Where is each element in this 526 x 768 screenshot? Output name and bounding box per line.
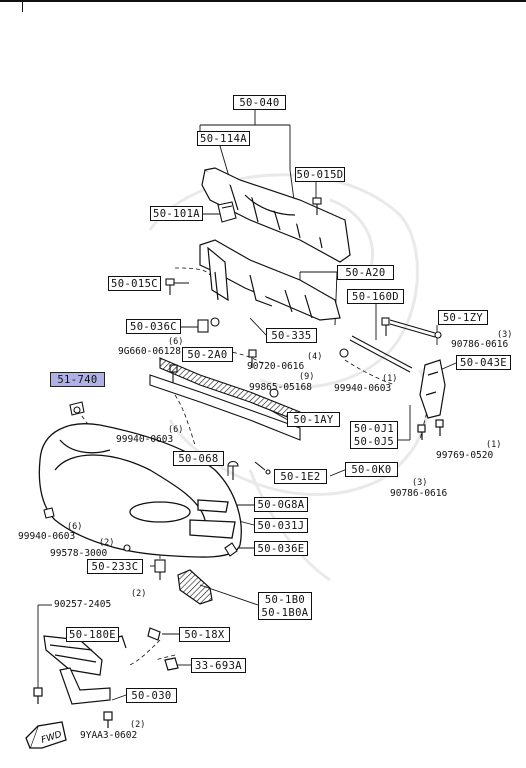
part-99940-0603-a[interactable]: 99940-0603 (334, 383, 392, 394)
qty-9yaa3: (2) (130, 720, 146, 730)
part-90786-0616-b[interactable]: 90786-0616 (390, 488, 448, 499)
callout-50-2a0[interactable]: 50-2A0 (182, 347, 233, 362)
qty-99940-c: (6) (67, 522, 83, 532)
callout-50-0g8a[interactable]: 50-0G8A (254, 497, 308, 512)
qty-99578: (2) (99, 538, 115, 548)
part-99940-0603-c[interactable]: 99940-0603 (18, 531, 76, 542)
callout-50-015c[interactable]: 50-015C (108, 276, 161, 291)
qty-90786-a: (3) (497, 330, 513, 340)
callout-50-a20[interactable]: 50-A20 (337, 265, 394, 280)
callout-50-335[interactable]: 50-335 (266, 328, 317, 343)
callout-50-114a[interactable]: 50-114A (197, 131, 250, 146)
callout-50-036e[interactable]: 50-036E (254, 541, 308, 556)
qty-90257: (2) (131, 589, 147, 599)
part-9yaa3-0602[interactable]: 9YAA3-0602 (80, 730, 138, 741)
qty-90720: (4) (307, 352, 323, 362)
part-99769-0520[interactable]: 99769-0520 (436, 450, 494, 461)
callout-50-031j[interactable]: 50-031J (254, 518, 308, 533)
callout-51-740-highlighted[interactable]: 51-740 (50, 372, 105, 387)
callout-50-1e2[interactable]: 50-1E2 (274, 469, 327, 484)
callout-50-1b0-1b0a[interactable]: 50-1B0 50-1B0A (258, 592, 312, 620)
bracket-part (217, 201, 237, 223)
qty-99769: (1) (486, 440, 502, 450)
side-bracket (417, 359, 446, 440)
qty-90786-b: (3) (412, 478, 428, 488)
lower-bracket-assembly (33, 627, 179, 728)
callout-33-693a[interactable]: 33-693A (191, 658, 246, 673)
callout-50-0j5: 50-0J5 (353, 435, 395, 448)
callout-50-0k0[interactable]: 50-0K0 (345, 462, 398, 477)
fascia-fasteners (43, 401, 271, 580)
qty-99940-a: (1) (382, 374, 398, 384)
callout-50-040[interactable]: 50-040 (233, 95, 286, 110)
lower-grille-lens (177, 569, 213, 605)
callout-50-015d[interactable]: 50-015D (295, 167, 345, 182)
screw-part (165, 278, 175, 295)
part-99940-0603-b[interactable]: 99940-0603 (116, 434, 174, 445)
callout-50-233c[interactable]: 50-233C (87, 559, 143, 574)
qty-9g660: (6) (168, 337, 184, 347)
garnish-strip (149, 357, 312, 441)
part-99865-05168[interactable]: 99865-05168 (249, 382, 312, 393)
callout-50-030[interactable]: 50-030 (126, 688, 177, 703)
forward-arrow-icon: FWD (25, 721, 67, 749)
leader-lines (37, 110, 457, 701)
qty-99865: (9) (299, 372, 315, 382)
callout-50-043e[interactable]: 50-043E (456, 355, 511, 370)
callout-50-160d[interactable]: 50-160D (347, 289, 404, 304)
callout-50-0j1-0j5[interactable]: 50-0J1 50-0J5 (350, 421, 398, 449)
part-90720-0616[interactable]: 90720-0616 (247, 361, 305, 372)
part-9g660-06128[interactable]: 9G660-06128 (118, 346, 181, 357)
callout-50-068[interactable]: 50-068 (173, 451, 224, 466)
stay-rod-upper (389, 319, 442, 339)
callout-50-036c[interactable]: 50-036C (126, 319, 181, 334)
callout-50-0j1: 50-0J1 (353, 423, 395, 435)
callout-50-1ay[interactable]: 50-1AY (287, 412, 340, 427)
callout-50-180e[interactable]: 50-180E (66, 627, 119, 642)
callout-50-1b0a: 50-1B0A (261, 606, 309, 619)
part-90786-0616-a[interactable]: 90786-0616 (451, 339, 509, 350)
qty-99940-b: (6) (168, 425, 184, 435)
callout-50-101a[interactable]: 50-101A (150, 206, 203, 221)
bolt-part (312, 197, 322, 215)
part-90257-2405[interactable]: 90257-2405 (54, 599, 112, 610)
top-border-tick (22, 0, 23, 12)
callout-50-18x[interactable]: 50-18X (179, 627, 230, 642)
callout-50-1b0: 50-1B0 (264, 594, 306, 606)
stay-rod (349, 317, 413, 373)
callout-50-1zy[interactable]: 50-1ZY (438, 310, 488, 325)
part-99578-3000[interactable]: 99578-3000 (50, 548, 108, 559)
bumper-reinforcement (201, 167, 351, 263)
top-border-line (0, 0, 526, 2)
absorber-frame (199, 239, 341, 321)
